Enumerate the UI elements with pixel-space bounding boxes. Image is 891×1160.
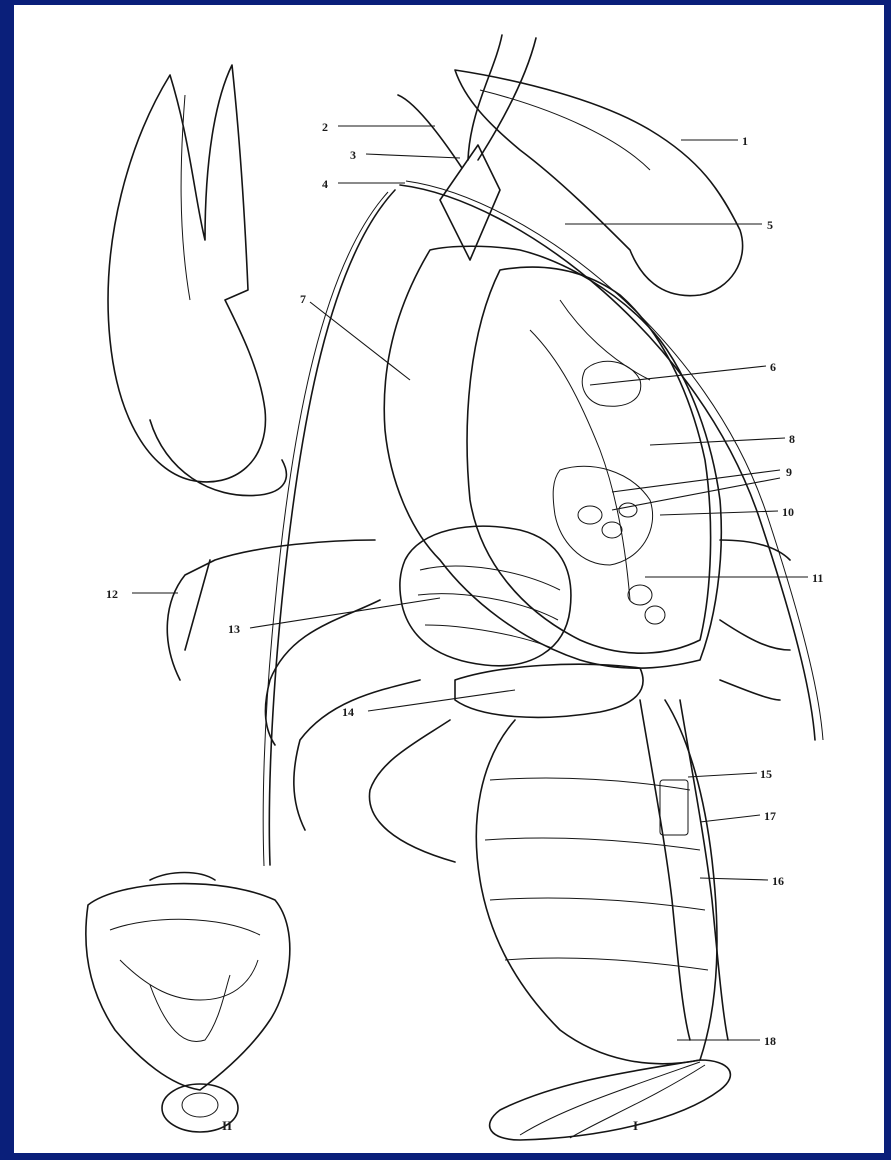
callout-9: 9 xyxy=(786,465,792,479)
cephalothorax-plate xyxy=(455,664,643,717)
left-claw xyxy=(108,65,265,482)
panel-label-I: I xyxy=(633,1118,638,1133)
walking-leg-1 xyxy=(167,540,375,680)
carapace xyxy=(384,246,721,668)
callout-7: 7 xyxy=(300,292,306,306)
abdomen xyxy=(476,700,717,1064)
rostrum xyxy=(440,145,500,260)
callout-4: 4 xyxy=(322,177,328,191)
section-drawing xyxy=(86,873,290,1133)
callout-5: 5 xyxy=(767,218,773,232)
walking-leg-3 xyxy=(294,680,420,830)
callout-16: 16 xyxy=(772,874,784,888)
panel-label-II: II xyxy=(222,1118,232,1133)
antenna-left xyxy=(269,190,395,865)
right-claw xyxy=(455,70,743,296)
antenna-right xyxy=(400,185,815,740)
callout-1: 1 xyxy=(742,134,748,148)
callout-3: 3 xyxy=(350,148,356,162)
heart xyxy=(582,361,640,406)
crayfish-drawing xyxy=(108,35,823,1140)
callout-12: 12 xyxy=(106,587,118,601)
callout-2: 2 xyxy=(322,120,328,134)
leader-lines xyxy=(132,126,808,1040)
callout-17: 17 xyxy=(764,809,776,823)
section-outline xyxy=(86,884,290,1090)
gonad xyxy=(553,466,652,565)
callout-11: 11 xyxy=(812,571,823,585)
callout-14: 14 xyxy=(342,705,354,719)
callout-10: 10 xyxy=(782,505,794,519)
walking-leg-4 xyxy=(369,720,455,862)
callout-13: 13 xyxy=(228,622,240,636)
callout-18: 18 xyxy=(764,1034,776,1048)
body-cavity xyxy=(467,267,711,653)
hind-gut xyxy=(640,700,690,1040)
callout-15: 15 xyxy=(760,767,772,781)
callout-6: 6 xyxy=(770,360,776,374)
walking-leg-2 xyxy=(265,600,380,745)
callout-8: 8 xyxy=(789,432,795,446)
